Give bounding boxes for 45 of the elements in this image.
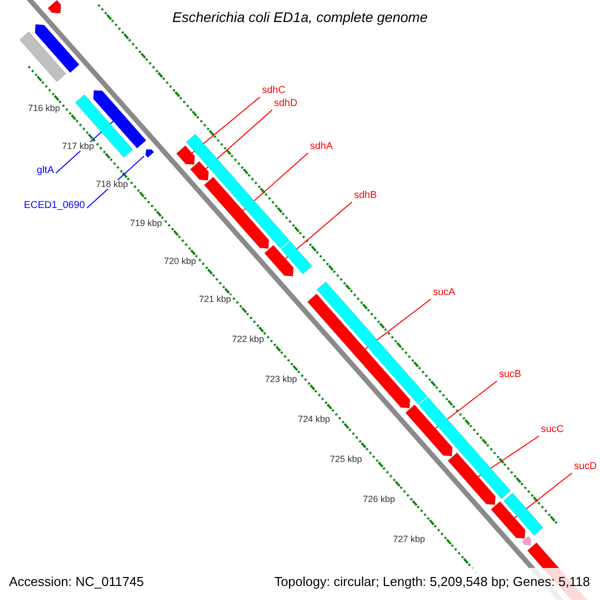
gene-feature	[490, 501, 526, 539]
tick-label: 725 kbp	[330, 455, 362, 464]
gene-label: gltA	[36, 166, 54, 176]
leader-line	[192, 96, 260, 154]
gene-feature	[176, 145, 195, 165]
gene-feature	[405, 404, 453, 456]
gene-label: sucC	[541, 425, 564, 435]
gene-label: sdhA	[310, 142, 333, 152]
gene-feature	[307, 294, 410, 408]
tick-label: 721 kbp	[199, 295, 232, 304]
accession-text: Accession: NC_011745	[9, 575, 144, 588]
gene-label: sucA	[433, 288, 456, 298]
gene-feature	[48, 0, 62, 14]
leader-line	[434, 380, 498, 429]
gene-label: sdhC	[262, 86, 286, 96]
leader-line	[478, 436, 540, 478]
gene-label: sucD	[574, 462, 597, 472]
tick-label: 716 kbp	[28, 104, 60, 113]
tick-label: 723 kbp	[265, 375, 298, 384]
gene-label: ECED1_0690	[24, 201, 85, 211]
tick-label: 717 kbp	[62, 142, 94, 151]
tick-label: 720 kbp	[164, 257, 196, 266]
gene-feature	[190, 160, 209, 181]
tick-label: 718 kbp	[96, 180, 128, 189]
tick-label: 727 kbp	[393, 535, 426, 544]
tick-label: 724 kbp	[298, 415, 330, 424]
gene-feature	[145, 149, 154, 158]
gene-feature	[448, 452, 496, 505]
leader-line	[284, 202, 352, 260]
tick-label: 719 kbp	[130, 219, 162, 228]
tick-label: 722 kbp	[232, 335, 264, 344]
gene-feature	[93, 90, 146, 149]
leader-line	[514, 472, 572, 518]
leader-line	[364, 298, 432, 350]
title: Escherichia coli ED1a, complete genome	[171, 10, 429, 24]
gene-label: sucB	[499, 370, 522, 380]
leader-line	[205, 110, 272, 170]
genome-summary-text: Topology: circular; Length: 5,209,548 bp; Genes: 5,118	[274, 575, 590, 588]
gene-feature	[264, 244, 294, 276]
gene-label: sdhB	[354, 191, 377, 201]
gene-feature	[34, 24, 80, 74]
tick-label: 726 kbp	[363, 495, 396, 504]
gene-label: sdhD	[274, 99, 298, 109]
gene-feature	[204, 176, 270, 249]
leader-line	[242, 152, 308, 212]
